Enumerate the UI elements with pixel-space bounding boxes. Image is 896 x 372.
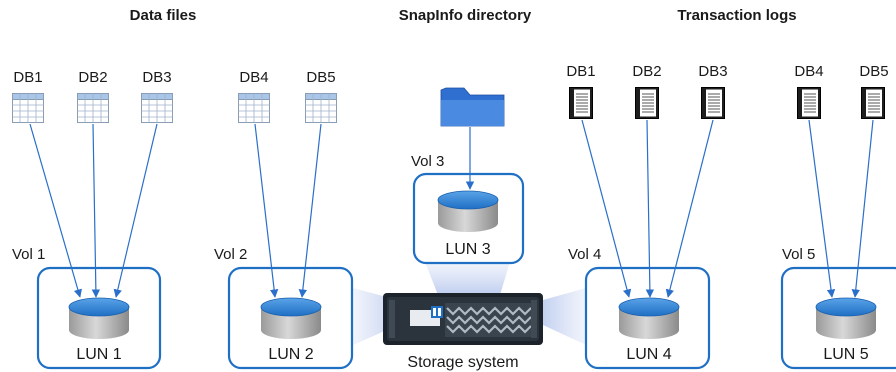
vol2-label: Vol 2 [214, 246, 247, 263]
storage-system-icon [383, 293, 543, 345]
vol4-label: Vol 4 [568, 246, 601, 263]
data-file-db5-label: DB5 [306, 69, 335, 86]
lun4-label: LUN 4 [626, 346, 671, 363]
link-beam-vol4 [543, 288, 586, 345]
vol3-label: Vol 3 [411, 153, 444, 170]
data-file-db4-label: DB4 [239, 69, 268, 86]
arrow-log-db4-lun5 [808, 119, 836, 298]
log-db2-icon [635, 87, 659, 119]
data-file-db4-icon [238, 93, 270, 123]
lun5-label: LUN 5 [823, 346, 868, 363]
data-file-db3-icon [141, 93, 173, 123]
header-transaction-logs: Transaction logs [677, 7, 796, 24]
lun4-disk-icon [618, 297, 680, 340]
lun1-label: LUN 1 [76, 346, 121, 363]
arrow-log-db3-lun4 [665, 119, 714, 298]
link-beam-vol3 [425, 262, 510, 295]
arrow-db1-lun1 [29, 123, 82, 298]
lun1-disk-icon [68, 297, 130, 340]
arrow-db4-lun2 [254, 123, 279, 298]
header-data-files: Data files [130, 7, 197, 24]
arrow-log-db1-lun4 [581, 119, 632, 298]
lun3-label: LUN 3 [445, 241, 490, 258]
lun2-label: LUN 2 [268, 346, 313, 363]
storage-system-label: Storage system [407, 354, 518, 371]
folder-icon [440, 87, 505, 127]
arrow-log-db5-lun5 [851, 119, 874, 298]
header-snapinfo: SnapInfo directory [399, 7, 532, 24]
data-file-db1-icon [12, 93, 44, 123]
log-db1-icon [569, 87, 593, 119]
data-file-db5-icon [305, 93, 337, 123]
data-file-db3-label: DB3 [142, 69, 171, 86]
log-db5-label: DB5 [859, 63, 888, 80]
log-db5-icon [861, 87, 885, 119]
lun5-disk-icon [815, 297, 877, 340]
log-db4-label: DB4 [794, 63, 823, 80]
log-db3-label: DB3 [698, 63, 727, 80]
vol1-label: Vol 1 [12, 246, 45, 263]
vol5-label: Vol 5 [782, 246, 815, 263]
arrow-db3-lun1 [113, 123, 158, 298]
log-db3-icon [701, 87, 725, 119]
log-db1-label: DB1 [566, 63, 595, 80]
arrow-db2-lun1 [91, 123, 101, 298]
data-file-db2-label: DB2 [78, 69, 107, 86]
log-db4-icon [797, 87, 821, 119]
lun2-disk-icon [260, 297, 322, 340]
data-file-db2-icon [77, 93, 109, 123]
lun3-disk-icon [437, 190, 499, 233]
log-db2-label: DB2 [632, 63, 661, 80]
arrow-log-db2-lun4 [645, 119, 655, 298]
data-file-db1-label: DB1 [13, 69, 42, 86]
arrow-db5-lun2 [298, 123, 322, 298]
